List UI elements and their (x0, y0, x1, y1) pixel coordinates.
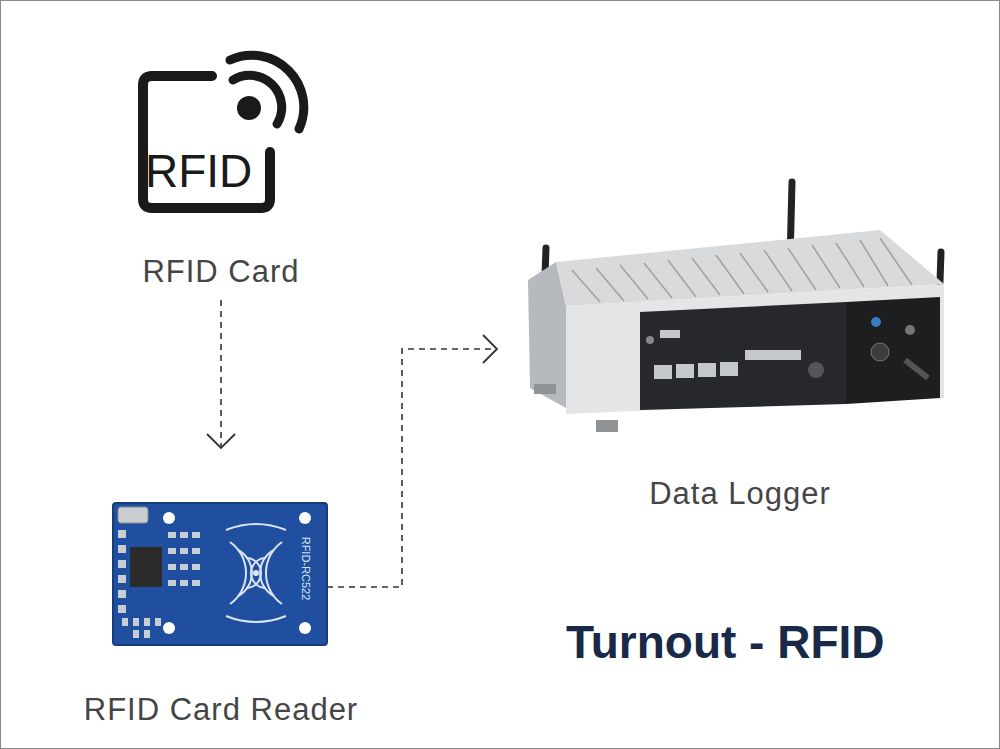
node-label: RFID Card Reader (84, 691, 358, 728)
arrow-head (207, 434, 235, 448)
logger-node: Data Logger (515, 172, 965, 512)
reader-node: RFID Card Reader (70, 448, 372, 728)
board-marking: RFID-RC522 (300, 536, 311, 600)
connector-line (220, 300, 222, 448)
rfid-reader-board (113, 503, 327, 645)
dashed-arrow (327, 335, 497, 587)
node-label: RFID Card (142, 253, 299, 290)
node-label: Data Logger (649, 475, 831, 512)
arrow-head (483, 335, 497, 363)
dashed-arrow (207, 300, 235, 448)
icon-text: RFID (145, 148, 252, 194)
data-logger-device (528, 182, 944, 432)
connector-line (327, 349, 497, 587)
rfid-card-icon (143, 55, 304, 208)
diagram-title: Turnout - RFID (566, 617, 885, 668)
